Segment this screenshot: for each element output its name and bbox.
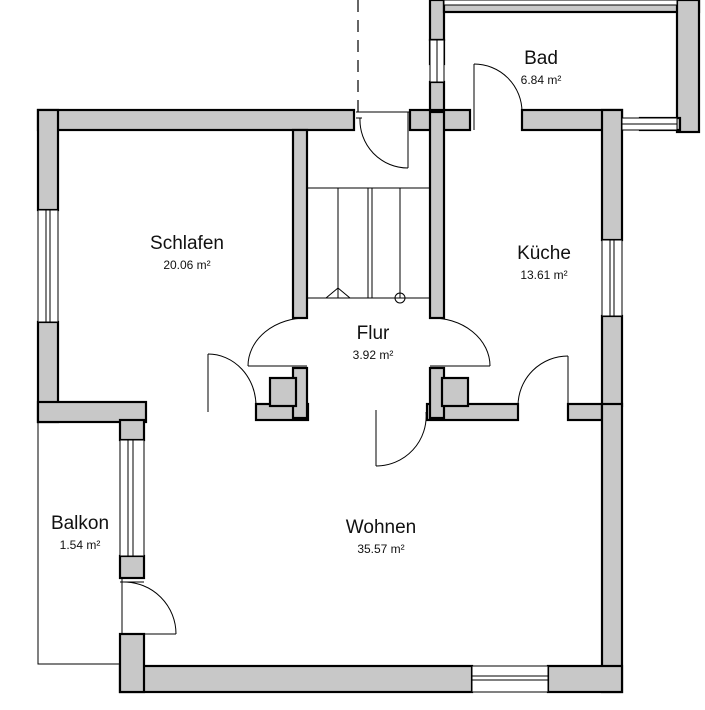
room-name: Wohnen [345, 517, 417, 538]
room-label-flur: Flur 3.92 m² [353, 323, 394, 363]
room-area: 20.06 m² [163, 258, 211, 272]
room-label-kueche: Küche 13.61 m² [517, 243, 571, 283]
room-area: 35.57 m² [357, 542, 405, 556]
walls [36, 0, 701, 694]
room-name: Flur [356, 323, 390, 344]
room-label-bad: Bad 6.84 m² [521, 48, 562, 88]
room-area: 6.84 m² [520, 73, 562, 87]
windows [37, 0, 678, 693]
room-label-balkon: Balkon 1.54 m² [51, 513, 109, 553]
room-label-schlafen: Schlafen 20.06 m² [150, 233, 224, 273]
room-name: Schlafen [150, 233, 224, 254]
staircase [306, 187, 431, 304]
room-name: Küche [517, 243, 571, 264]
room-area: 1.54 m² [59, 538, 101, 552]
room-name: Balkon [50, 513, 110, 534]
doors [120, 63, 569, 635]
room-area: 3.92 m² [352, 348, 394, 362]
room-label-wohnen: Wohnen 35.57 m² [346, 517, 416, 557]
room-name: Bad [524, 48, 558, 69]
room-area: 13.61 m² [520, 268, 568, 282]
